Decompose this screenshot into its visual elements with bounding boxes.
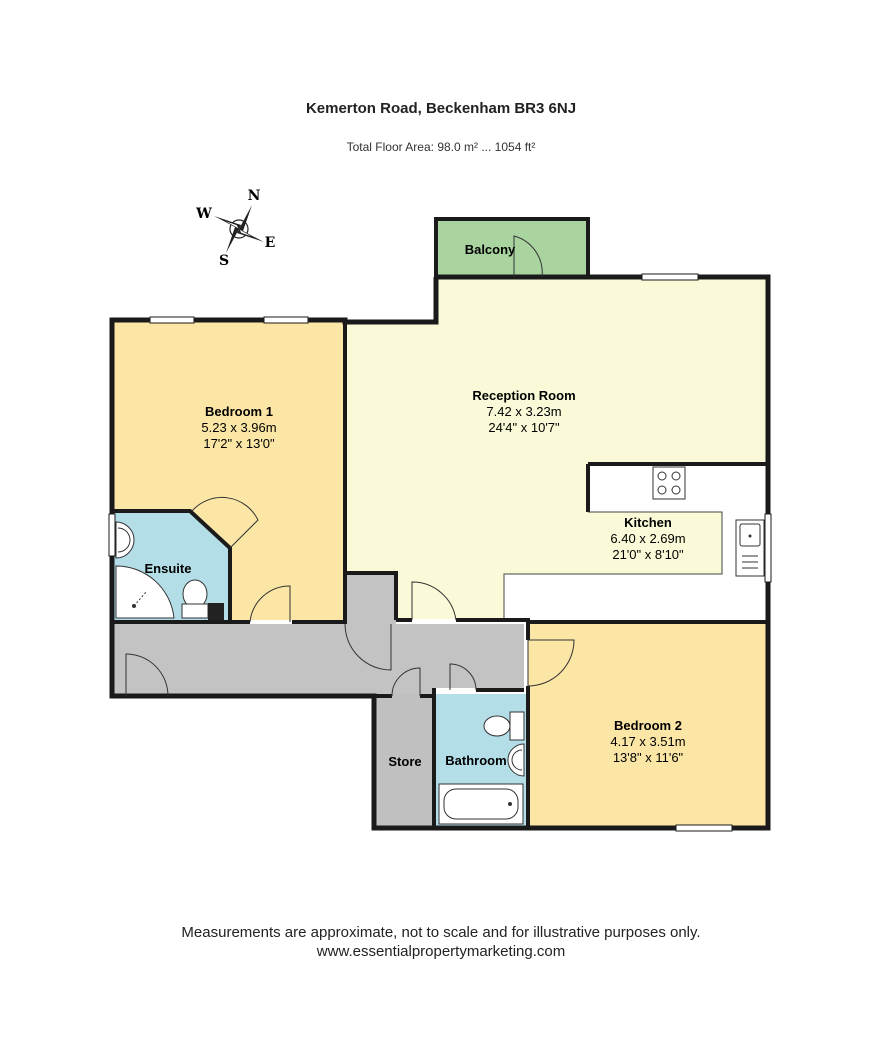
bedroom-2-label: Bedroom 2	[614, 718, 682, 733]
website-text: www.essentialpropertymarketing.com	[316, 943, 566, 960]
bedroom-1-area	[114, 322, 345, 620]
bedroom-2-imperial: 13'8" x 11'6"	[613, 750, 684, 765]
walls	[109, 217, 771, 831]
bedroom-2-metric: 4.17 x 3.51m	[610, 734, 685, 749]
bathroom-toilet-icon	[483, 711, 525, 741]
kitchen-sink-icon	[735, 519, 765, 577]
bath-icon	[438, 783, 524, 825]
compass-east: E	[265, 235, 276, 251]
compass-south: S	[219, 253, 229, 269]
kitchen-worktop	[503, 511, 723, 618]
kitchen-area	[504, 464, 768, 618]
total-floor-area: Total Floor Area: 98.0 m² ... 1054 ft²	[346, 140, 536, 154]
ensuite-basin-icon	[115, 521, 135, 559]
kitchen-metric: 6.40 x 2.69m	[610, 531, 685, 546]
kitchen-imperial: 21'0" x 8'10"	[612, 547, 684, 562]
bedroom-1-label: Bedroom 1	[205, 404, 273, 419]
bedroom-2-area	[528, 624, 768, 826]
balcony-label: Balcony	[465, 242, 516, 257]
compass-north: N	[248, 188, 261, 204]
bathroom-label: Bathroom	[445, 753, 506, 768]
bedroom-1-imperial: 17'2" x 13'0"	[203, 436, 275, 451]
bedroom-1-metric: 5.23 x 3.96m	[201, 420, 276, 435]
disclaimer-text: Measurements are approximate, not to sca…	[181, 924, 701, 941]
plan-title: Kemerton Road, Beckenham BR3 6NJ	[305, 100, 577, 117]
store-label: Store	[388, 754, 421, 769]
store-area	[376, 694, 432, 826]
reception-room-metric: 7.42 x 3.23m	[486, 404, 561, 419]
hob-icon	[652, 466, 686, 500]
kitchen-label: Kitchen	[624, 515, 672, 530]
shower-icon	[115, 565, 175, 619]
footer: Measurements are approximate, not to sca…	[0, 923, 882, 961]
reception-room-imperial: 24'4" x 10'7"	[488, 420, 560, 435]
reception-room-label: Reception Room	[472, 388, 575, 403]
ensuite-toilet-icon	[181, 579, 224, 620]
balcony-area	[436, 219, 586, 275]
reception-room-area	[345, 279, 768, 619]
compass-icon: N E S W	[195, 188, 275, 269]
bathroom-basin-icon	[507, 743, 525, 777]
compass-west: W	[195, 206, 212, 222]
doors	[125, 235, 575, 697]
ensuite-label: Ensuite	[145, 561, 192, 576]
windows	[108, 273, 772, 832]
